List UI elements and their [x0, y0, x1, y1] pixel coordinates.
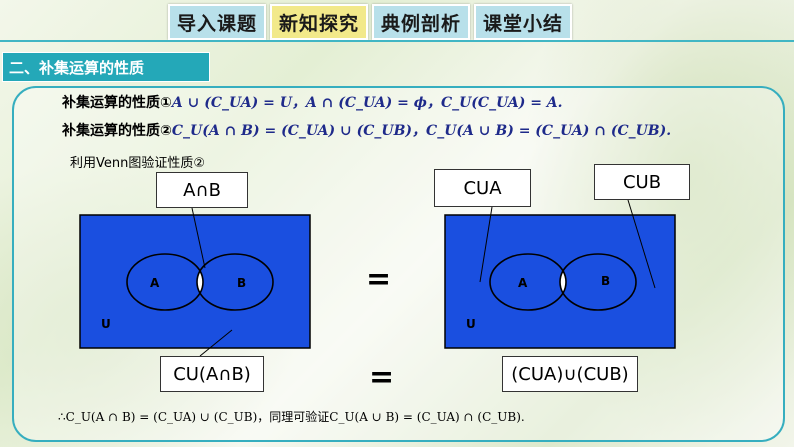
left-label-b: B: [237, 276, 247, 290]
conclusion: ∴C_U(A ∩ B) = (C_UA) ∪ (C_UB)，同理可验证C_U(A…: [58, 410, 525, 424]
left-top-callout: A∩B: [156, 172, 248, 208]
header-divider: [0, 40, 794, 42]
right-callout-cua: CUA: [434, 169, 531, 207]
property-2-label: 补集运算的性质②: [62, 123, 172, 139]
left-bottom-leader: [199, 329, 233, 357]
property-1: 补集运算的性质①A ∪ (C_UA) = U，A ∩ (C_UA) = ϕ，C_…: [62, 92, 563, 112]
tab-intro[interactable]: 导入课题: [168, 4, 267, 40]
left-set-b: [196, 253, 274, 311]
left-top-leader: [191, 207, 206, 269]
property-2: 补集运算的性质②C_U(A ∩ B) = (C_UA) ∪ (C_UB)，C_U…: [62, 120, 671, 140]
tab-examples[interactable]: 典例剖析: [372, 4, 471, 40]
right-callout-cub: CUB: [594, 164, 690, 200]
tab-summary[interactable]: 课堂小结: [474, 4, 573, 40]
right-label-u: U: [466, 317, 476, 331]
left-label-a: A: [150, 276, 160, 290]
left-set-a: [126, 253, 204, 311]
equals-bottom: =: [369, 360, 395, 395]
left-bottom-callout: CU(A∩B): [160, 356, 264, 392]
right-set-b: [559, 253, 637, 311]
right-leader-a: [479, 206, 493, 283]
nav-tabs: 导入课题 新知探究 典例剖析 课堂小结: [168, 4, 573, 40]
left-label-u: U: [101, 317, 111, 331]
property-1-formula: A ∪ (C_UA) = U，A ∩ (C_UA) = ϕ，C_U(C_UA) …: [171, 95, 563, 111]
property-1-label: 补集运算的性质①: [62, 95, 172, 111]
right-set-a: [489, 253, 567, 311]
right-bottom-callout: (CUA)∪(CUB): [502, 356, 638, 392]
equals-top: =: [366, 262, 392, 297]
right-label-b: B: [601, 274, 611, 288]
section-title: 二、补集运算的性质: [2, 52, 210, 82]
property-2-formula: C_U(A ∩ B) = (C_UA) ∪ (C_UB)，C_U(A ∪ B) …: [171, 123, 672, 139]
right-label-a: A: [518, 276, 528, 290]
right-leader-b: [627, 199, 656, 289]
venn-caption: 利用Venn图验证性质②: [70, 156, 206, 171]
tab-new-knowledge[interactable]: 新知探究: [270, 4, 369, 40]
left-universe-rect: [79, 214, 311, 349]
